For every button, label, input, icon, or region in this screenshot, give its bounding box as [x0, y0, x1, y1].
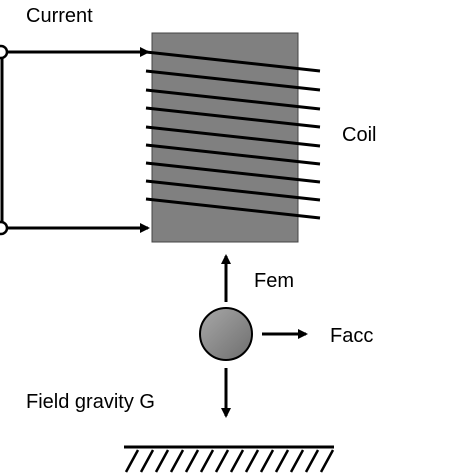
fem-label: Fem — [254, 270, 294, 292]
circuit-wires — [0, 47, 150, 233]
coil-winding — [145, 50, 321, 73]
coil-winding — [145, 125, 321, 148]
coil-winding — [145, 197, 321, 220]
top-terminal — [0, 44, 9, 60]
facc-label: Facc — [330, 325, 373, 347]
coil-winding — [145, 143, 321, 166]
coil-windings — [145, 50, 321, 220]
ground — [124, 445, 335, 473]
coil-winding — [145, 88, 321, 111]
bottom-terminal — [0, 220, 9, 236]
coil-label: Coil — [342, 124, 376, 146]
coil-winding — [145, 179, 321, 202]
force-arrows — [221, 254, 308, 418]
coil-winding — [145, 69, 321, 92]
iron-ball — [199, 307, 253, 361]
coil-winding — [145, 161, 321, 184]
ground-hatching — [124, 449, 335, 473]
current-label: Current — [26, 5, 93, 27]
magnet-core — [151, 32, 299, 243]
field-gravity-label: Field gravity G — [26, 391, 155, 413]
coil-winding — [145, 106, 321, 129]
